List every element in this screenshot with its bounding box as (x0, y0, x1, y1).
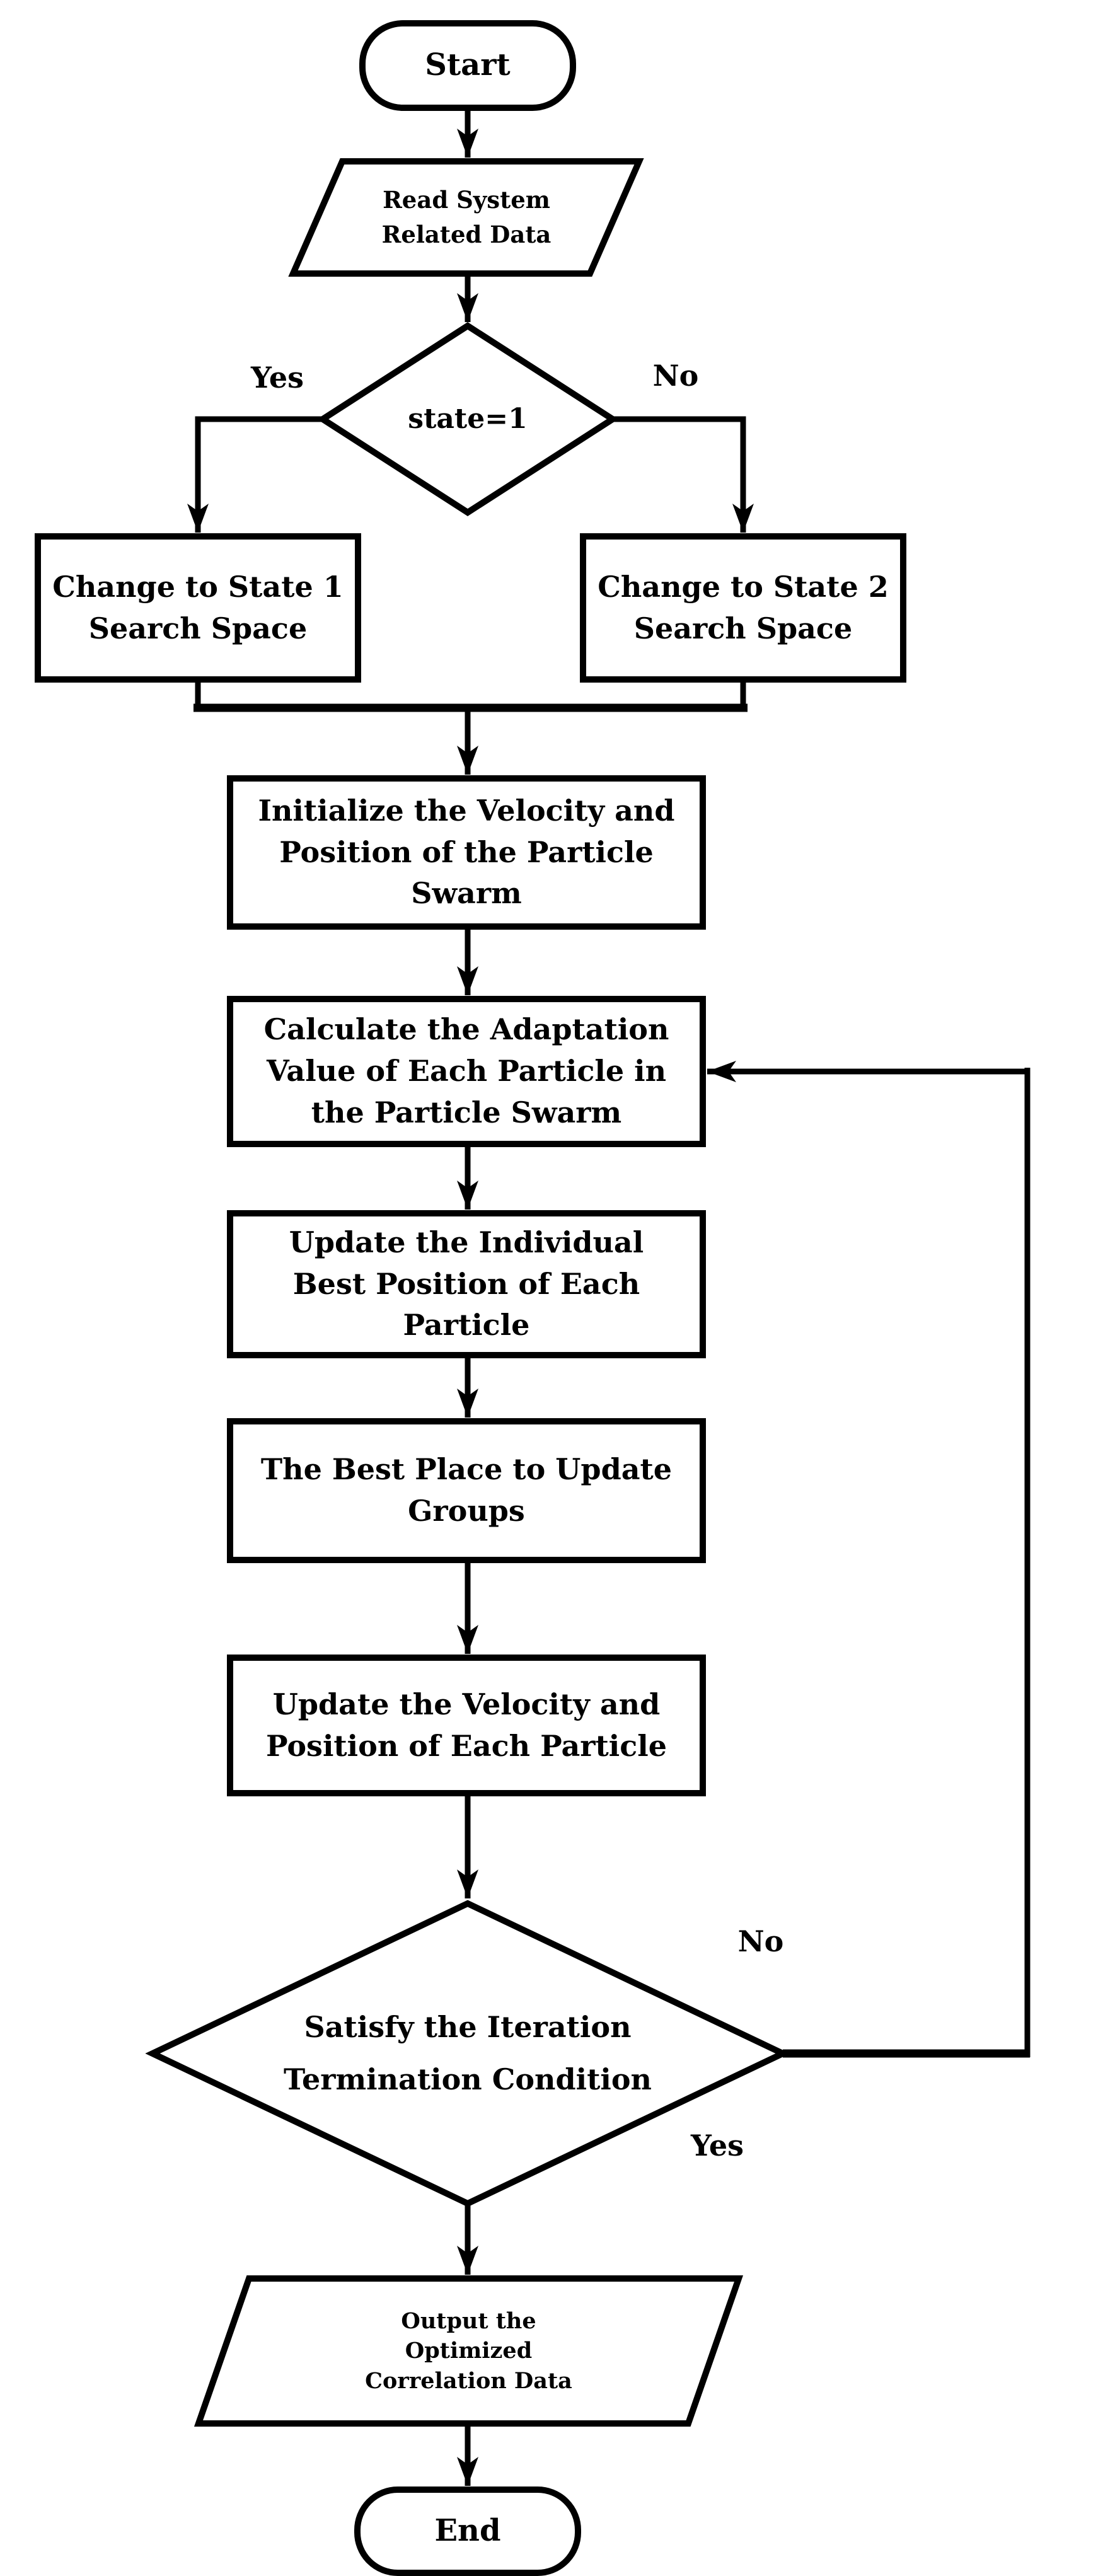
state-decision-diamond (316, 322, 619, 516)
termination-decision-diamond (145, 1900, 790, 2207)
arrow-decision-no-branch (613, 416, 754, 533)
update-groups-box-shape (227, 1418, 706, 1563)
read-data-parallelogram (288, 158, 644, 277)
update-individual-box-shape (227, 1210, 706, 1358)
output-parallelogram (193, 2275, 744, 2427)
arrow-decision-yes-branch (187, 416, 323, 533)
state2-box-shape (580, 533, 906, 683)
start-terminator-shape (359, 20, 576, 111)
calculate-box-shape (227, 996, 706, 1147)
initialize-box-shape (227, 775, 706, 930)
update-velocity-box-shape (227, 1655, 706, 1796)
state1-box-shape (35, 533, 361, 683)
end-terminator-shape (354, 2486, 581, 2576)
